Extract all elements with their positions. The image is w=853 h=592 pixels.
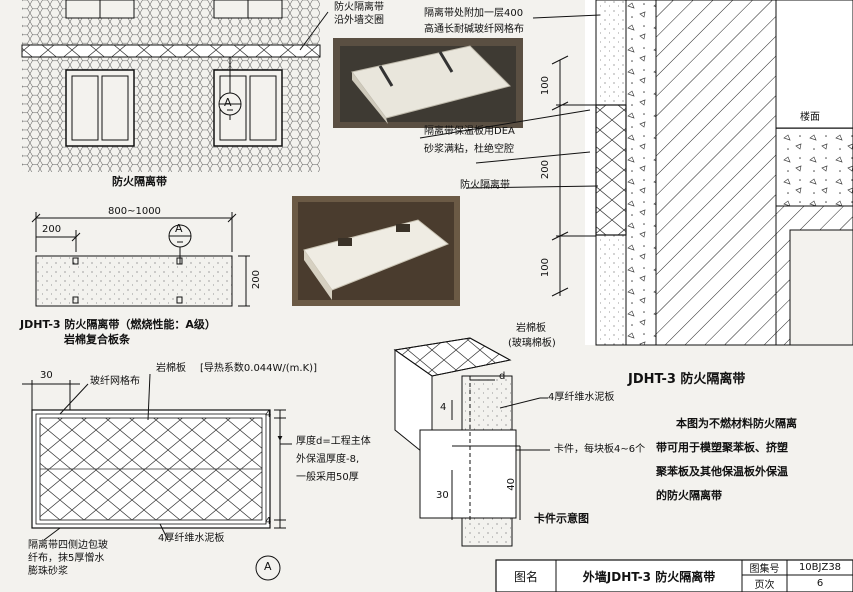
note-mesh-2: 高通长耐碱玻纤网格布 <box>424 24 524 35</box>
wall-section <box>419 0 853 346</box>
dim-200-top: 200 <box>42 224 62 235</box>
dim-30-clip: 30 <box>436 490 449 501</box>
page-no: 6 <box>816 578 824 589</box>
product-subtitle: 岩棉复合板条 <box>64 333 130 346</box>
description-2: 带可用于模塑聚苯板、挤塑 <box>656 441 788 454</box>
page-label: 页次 <box>754 580 775 591</box>
strip-plan <box>31 212 250 307</box>
clip-title: 卡件示意图 <box>534 512 589 525</box>
section-title: JDHT-3 防火隔离带 <box>628 372 746 387</box>
label-fire-band-along-wall: 防火隔离带 <box>334 2 384 13</box>
atlas-no: 10BJZ38 <box>798 562 842 573</box>
dim-40: 40 <box>506 478 517 491</box>
label-floor: 楼面 <box>800 112 820 123</box>
atlas-label: 图集号 <box>749 564 780 575</box>
label-rock-wool: 岩棉板 <box>156 363 186 374</box>
rock-wool-glass-1: 岩棉板 <box>516 323 546 334</box>
dim-200-mid: 200 <box>540 160 551 180</box>
note-dea-1: 隔离带保温板用DEA <box>424 126 515 137</box>
dim-100-top: 100 <box>540 76 551 96</box>
wrap-note-1: 隔离带四侧边包玻 <box>28 540 108 551</box>
title-block <box>495 559 853 592</box>
wrap-note-3: 膨珠砂浆 <box>28 566 68 577</box>
plan-mark-a: A <box>175 222 183 235</box>
label-fire-band-left: 防火隔离带 <box>112 175 167 188</box>
thickness-3: 一般采用50厚 <box>296 472 359 483</box>
elevation-mark-a: A <box>224 96 232 109</box>
dim-d: d <box>499 371 506 382</box>
photo-composite-board <box>292 196 460 306</box>
label-cement-board-bottom: 4厚纤维水泥板 <box>158 533 225 544</box>
description-4: 的防火隔离带 <box>656 489 722 502</box>
dim-4-top: 4 <box>265 409 272 420</box>
label-fire-band-mid: 防火隔离带 <box>460 180 510 191</box>
wrap-note-2: 纤布，抹5厚憎水 <box>28 553 105 564</box>
section-a-detail <box>22 373 292 581</box>
clip-note: 卡件，每块板4~6个 <box>554 444 646 455</box>
note-dea-2: 砂浆满粘，杜绝空腔 <box>424 144 514 155</box>
dim-100-bottom: 100 <box>540 258 551 278</box>
rock-wool-glass-2: (玻璃棉板) <box>508 338 556 349</box>
description-3: 聚苯板及其他保温板外保温 <box>656 465 788 478</box>
note-mesh-1: 隔离带处附加一层400 <box>424 8 524 19</box>
dim-200-side: 200 <box>251 270 262 290</box>
cement-board-right: 4厚纤维水泥板 <box>548 392 615 403</box>
dim-4-bottom: 4 <box>265 516 272 527</box>
description-1: 本图为不燃材料防火隔离 <box>676 417 797 430</box>
label-mesh: 玻纤网格布 <box>90 376 140 387</box>
thickness-1: 厚度d=工程主体 <box>296 436 371 447</box>
thickness-2: 外保温厚度-8, <box>296 454 360 465</box>
dim-800-1000: 800~1000 <box>108 206 161 217</box>
label-along-wall: 沿外墙交圈 <box>334 15 384 26</box>
dim-4-clip: 4 <box>440 402 447 413</box>
photo-fire-band-mesh <box>333 38 523 128</box>
dim-30: 30 <box>40 370 53 381</box>
title-label: 图名 <box>513 569 538 584</box>
product-title: JDHT-3 防火隔离带（燃烧性能：A级） <box>20 318 216 331</box>
drawing-name: 外墙JDHT-3 防火隔离带 <box>582 569 716 584</box>
label-conductivity: [导热系数0.044W/(m.K)] <box>200 363 317 374</box>
section-mark-a: A <box>264 560 272 573</box>
facade-elevation <box>21 0 329 172</box>
clip-isometric <box>393 337 550 547</box>
